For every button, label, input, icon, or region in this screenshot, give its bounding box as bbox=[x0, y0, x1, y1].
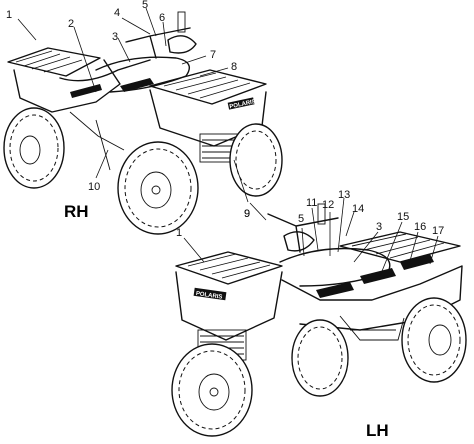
lh-callout-13: 13 bbox=[338, 189, 350, 201]
lh-callout-15: 15 bbox=[397, 211, 409, 223]
lh-atv-drawing: POLARIS bbox=[171, 203, 467, 437]
rh-callout-1: 1 bbox=[6, 9, 12, 21]
rh-callouts: 1 2 3 4 5 6 7 8 9 10 bbox=[6, 0, 250, 220]
rh-callout-8: 8 bbox=[231, 61, 237, 73]
rh-atv-drawing: POLARIS bbox=[3, 11, 283, 235]
lh-callout-14: 14 bbox=[352, 203, 364, 215]
lh-callout-11: 11 bbox=[306, 197, 317, 209]
rh-callout-9: 9 bbox=[244, 208, 250, 220]
lh-callout-16: 16 bbox=[414, 221, 426, 233]
rh-callout-4: 4 bbox=[114, 7, 120, 19]
rh-callout-6: 6 bbox=[159, 12, 165, 24]
lh-callout-1: 1 bbox=[176, 227, 182, 239]
rh-callout-2: 2 bbox=[68, 18, 74, 30]
rh-front-brand-decal: POLARIS bbox=[229, 99, 256, 110]
lh-callout-17: 17 bbox=[432, 225, 444, 237]
lh-view-label: LH bbox=[366, 421, 389, 440]
rh-view-label: RH bbox=[64, 202, 89, 221]
lh-callout-9: 9 bbox=[244, 208, 250, 220]
rh-callout-10: 10 bbox=[88, 181, 100, 193]
lh-callout-3: 3 bbox=[376, 221, 382, 233]
lh-callout-5: 5 bbox=[298, 213, 304, 225]
rh-callout-3: 3 bbox=[112, 31, 118, 43]
rh-callout-7: 7 bbox=[210, 49, 216, 61]
rh-callout-5: 5 bbox=[142, 0, 148, 11]
lh-callouts: 1 3 5 9 11 12 13 14 15 16 17 bbox=[176, 189, 444, 277]
lh-callout-12: 12 bbox=[322, 199, 334, 211]
lh-front-brand-decal: POLARIS bbox=[195, 291, 222, 301]
